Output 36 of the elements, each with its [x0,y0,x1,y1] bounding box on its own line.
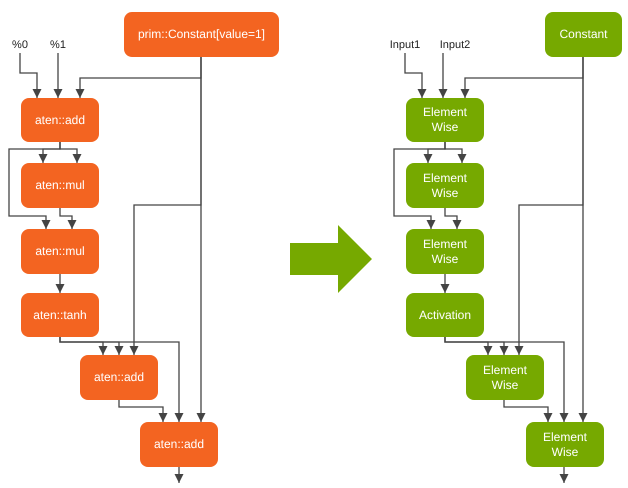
process-box: Constant [545,12,622,57]
arrow [444,208,462,229]
process-box: Element Wise [406,229,484,274]
process-box: aten::add [140,422,218,467]
input-label: %1 [46,37,70,53]
arrow [438,53,448,98]
arrow [53,53,63,98]
arrow [55,274,65,293]
arrow [59,208,77,229]
process-box: prim::Constant[value=1] [124,12,279,57]
process-box: Element Wise [526,422,604,467]
process-box: aten::add [21,98,99,142]
input-label: %0 [8,37,32,53]
arrow [118,400,168,422]
arrow [404,53,427,98]
input-label: Input1 [386,37,424,53]
process-box: aten::mul [21,163,99,208]
arrow [503,400,553,422]
process-box: Element Wise [406,163,484,208]
arrow [444,337,569,422]
process-box: Activation [406,293,484,337]
arrow [393,142,446,229]
arrow [196,57,206,422]
arrow [174,467,184,483]
input-label: Input2 [435,37,475,53]
arrow [578,57,588,422]
process-box: Element Wise [466,355,544,400]
process-box: aten::tanh [21,293,99,337]
arrow [19,53,42,98]
process-box: Element Wise [406,98,484,142]
process-box: aten::add [80,355,158,400]
arrow [8,142,61,229]
arrow [440,274,450,293]
process-box: aten::mul [21,229,99,274]
arrow [59,337,184,422]
arrow [559,467,569,483]
